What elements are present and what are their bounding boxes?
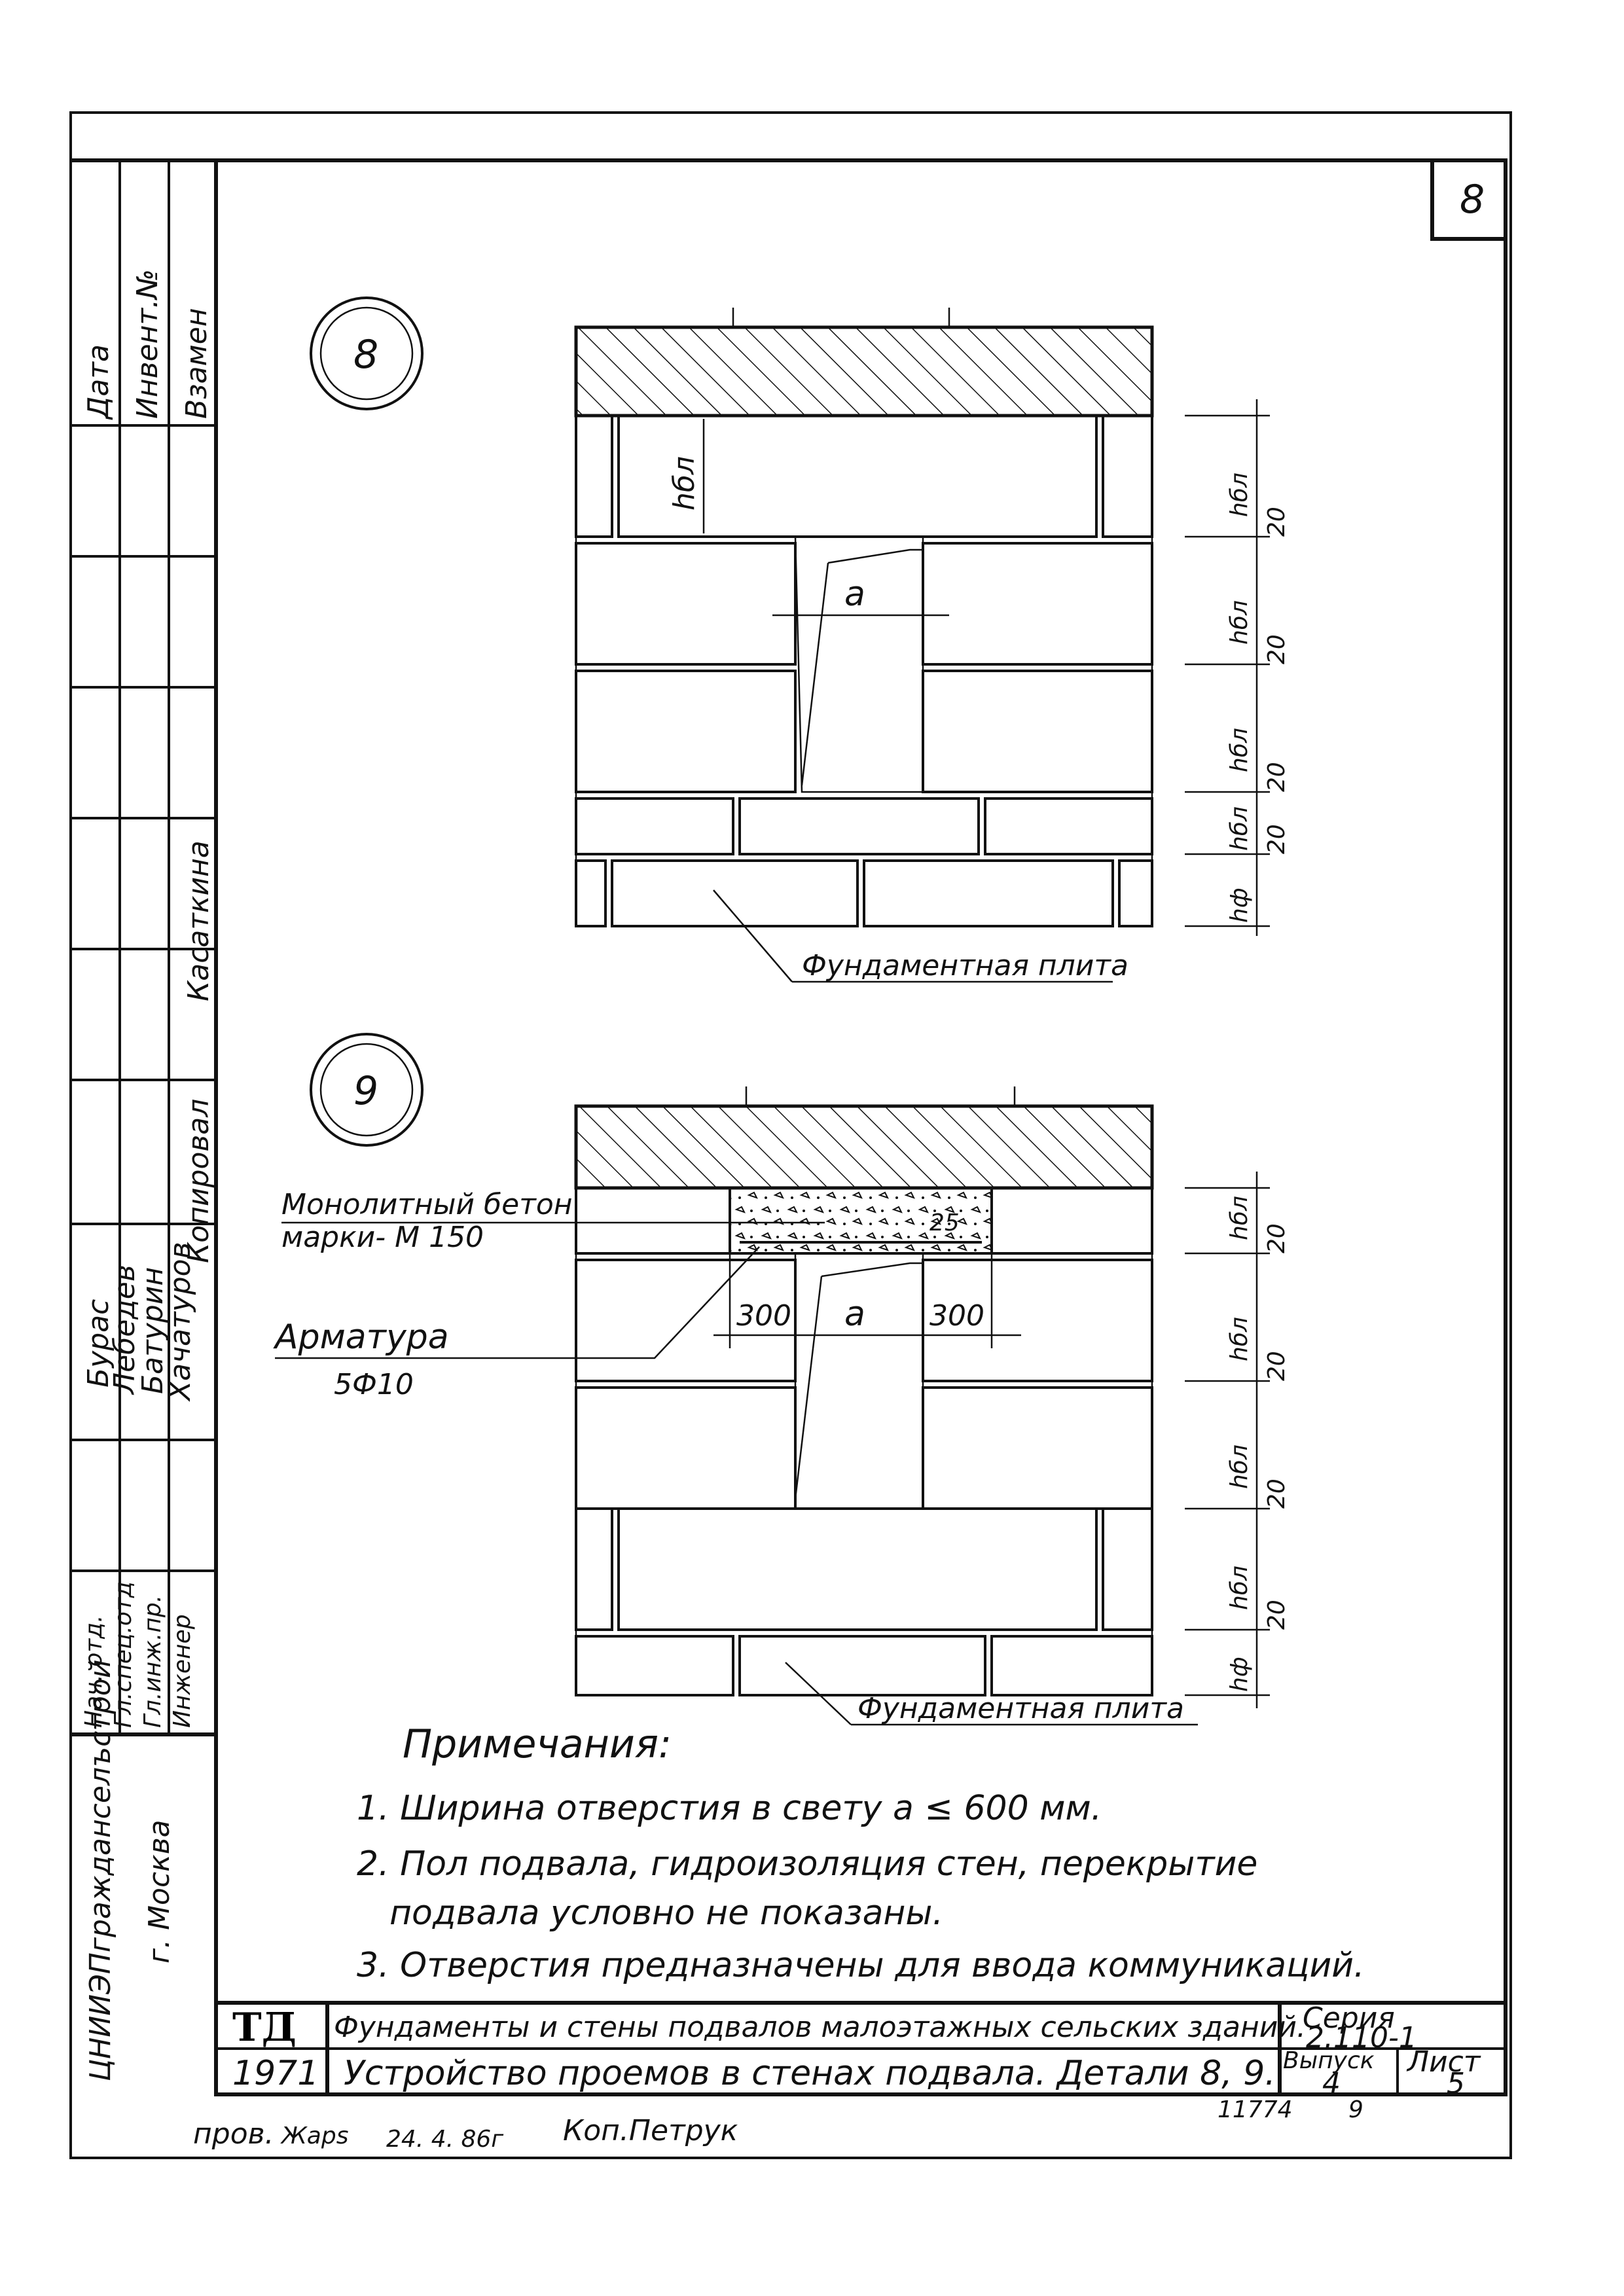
stamp-city: г. Москва (143, 1820, 176, 1964)
title-block: ТД 1971 Фундаменты и стены подвалов мало… (216, 2001, 1506, 2100)
bottom-annotations: пров. Жарs 24. 4. 86г Коп.Петрук 11774 9 (193, 2096, 1363, 2153)
detail-9-dim-a: a (844, 1295, 865, 1334)
side-stamp: Дата Инвент.№ Взамен Касаткина Копировал… (71, 158, 216, 2081)
series-label: Серия (1303, 2001, 1395, 2035)
stamp-header-date: Дата (82, 344, 115, 420)
stamp-extra-2: Копировал (182, 1099, 215, 1263)
stamp-name-3: Батурин (136, 1267, 170, 1394)
detail-9-concrete-label-2: марки- М 150 (281, 1221, 484, 1254)
stamp-role-4: Инженер (169, 1614, 196, 1728)
copier-name: Коп.Петрук (563, 2114, 738, 2147)
title-line-2: Устройство проемов в стенах подвала. Дет… (344, 2054, 1276, 2093)
detail-9-rebar-label-2: 5Ф10 (334, 1368, 414, 1401)
note-3: 3. Отверстия предназначены для ввода ком… (357, 1946, 1365, 1985)
stamp-org: ЦНИИЭПгражданселъстрой (84, 1660, 117, 2081)
notes-title: Примечания: (403, 1721, 672, 1767)
detail-9-rdim-4: 20 (1263, 1351, 1290, 1381)
detail-8-rdim-2: 20 (1263, 507, 1290, 537)
note-2-cont: подвала условно не показаны. (389, 1893, 943, 1933)
detail-8-dim-a: a (844, 575, 865, 614)
issue-value: 4 (1322, 2067, 1341, 2100)
issue-label: Выпуск (1283, 2047, 1375, 2074)
detail-8-rdim-3: hбл (1226, 600, 1253, 645)
checked-date: 24. 4. 86г (386, 2126, 504, 2153)
outer-border (69, 111, 1512, 2159)
stamp-name-1: Бурас (82, 1299, 115, 1388)
inner-border (214, 158, 1507, 2096)
detail-9-dim-left: 300 (736, 1299, 791, 1333)
detail-9-rdim-2: 20 (1263, 1223, 1290, 1253)
sheet-corner-number: 8 (1460, 177, 1485, 223)
detail-9-rdim-3: hбл (1226, 1317, 1253, 1361)
detail-8-rdim-6: 20 (1263, 762, 1290, 792)
detail-9-rdim-6: 20 (1263, 1479, 1290, 1509)
stamp-extra-1: Касаткина (182, 840, 215, 1001)
note-2: 2. Пол подвала, гидроизоляция стен, пере… (357, 1844, 1257, 1884)
sheet-label: Лист (1406, 2045, 1481, 2079)
detail-9-dim-25: 25 (929, 1210, 960, 1236)
archive-code-2: 9 (1348, 2096, 1363, 2123)
stamp-name-4: Хачатуров (164, 1242, 197, 1402)
stamp-name-2: Лебедев (108, 1265, 141, 1395)
detail-9-concrete-label-1: Монолитный бетон (281, 1188, 573, 1221)
stamp-role-1: Нач. отд. (81, 1615, 107, 1728)
detail-9: 9 25 300 a 300 (273, 1033, 1290, 1726)
detail-9-rdim-9: hф (1226, 1657, 1253, 1692)
stamp-role-3: Гл.инж.пр. (139, 1595, 166, 1728)
detail-9-rebar-label-1: Арматура (273, 1318, 449, 1357)
stamp-header-replace: Взамен (180, 308, 213, 419)
detail-8-marker (310, 296, 424, 410)
detail-9-rdim-7: hбл (1226, 1566, 1253, 1610)
stamp-header-inv: Инвент.№ (131, 269, 164, 419)
sheet-corner: 8 (1430, 158, 1507, 241)
sheet-value: 5 (1447, 2067, 1465, 2100)
archive-code: 11774 (1218, 2096, 1293, 2123)
notes: Примечания: 1. Ширина отверстия в свету … (357, 1721, 1365, 1985)
detail-9-rdim-1: hбл (1226, 1196, 1253, 1240)
checked-label: пров. (193, 2117, 274, 2151)
detail-8-rdim-7: hбл (1226, 806, 1253, 851)
detail-8-rdim-5: hбл (1226, 728, 1253, 772)
detail-8-rdim-4: 20 (1263, 634, 1290, 664)
detail-8-slab (574, 325, 1154, 418)
detail-8-caption: Фундаментная плита (802, 949, 1128, 982)
title-year: 1971 (232, 2054, 319, 2093)
detail-8: 8 hбл a (310, 296, 1290, 983)
note-1: 1. Ширина отверстия в свету a ≤ 600 мм. (357, 1789, 1102, 1828)
detail-9-marker (310, 1033, 424, 1147)
detail-9-marker-number: 9 (353, 1068, 378, 1114)
detail-8-rdim-1: hбл (1226, 473, 1253, 517)
detail-8-hbl: hбл (668, 456, 701, 511)
detail-8-marker-number: 8 (353, 332, 378, 378)
title-logo: ТД (232, 2005, 297, 2051)
detail-9-dim-right: 300 (929, 1299, 984, 1333)
detail-9-slab (574, 1104, 1154, 1190)
detail-9-caption: Фундаментная плита (857, 1692, 1184, 1725)
detail-8-rdim-8: 20 (1263, 824, 1290, 854)
checked-signature: Жарs (280, 2123, 348, 2149)
detail-9-rdim-8: 20 (1263, 1600, 1290, 1630)
title-line-1: Фундаменты и стены подвалов малоэтажных … (334, 2011, 1306, 2044)
detail-8-rdim-9: hф (1226, 888, 1253, 923)
series-value: 2.110-1 (1306, 2021, 1417, 2054)
stamp-role-2: Гл.спец.отд (110, 1581, 137, 1728)
detail-9-rdim-5: hбл (1226, 1444, 1253, 1489)
